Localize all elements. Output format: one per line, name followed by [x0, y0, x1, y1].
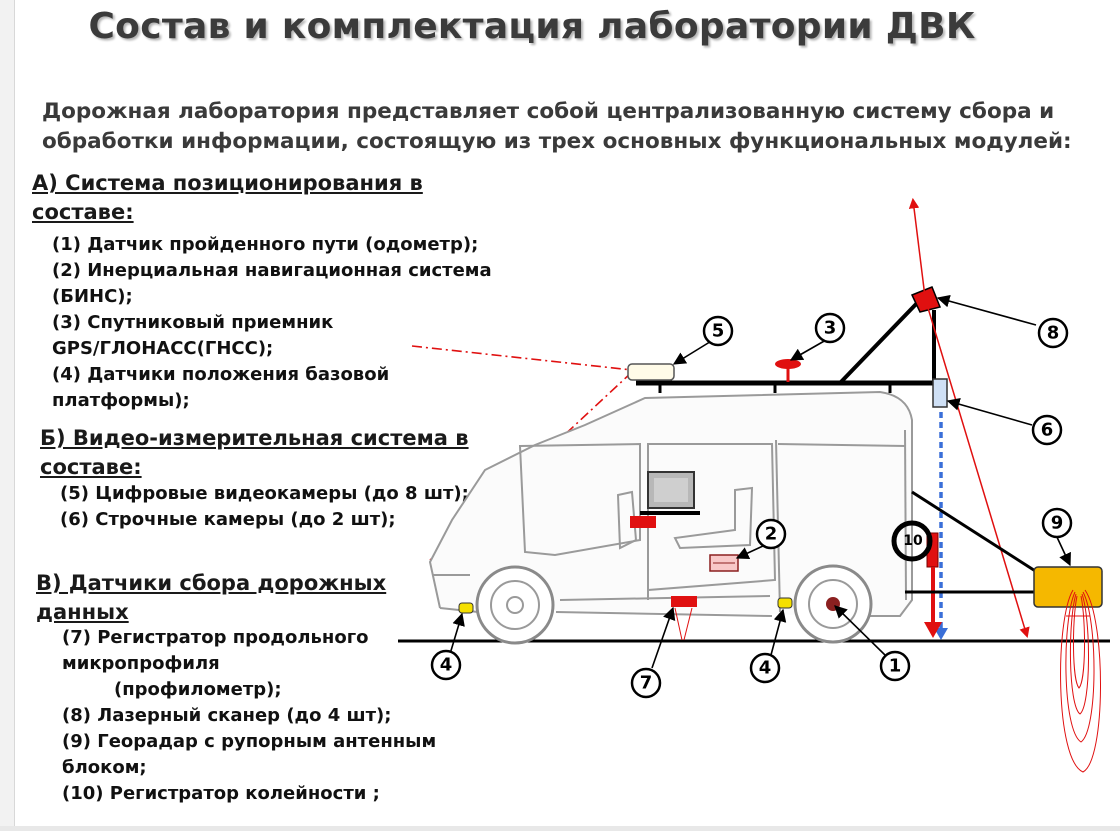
callout-4-rear: 4 [749, 652, 781, 684]
section-c-heading: В) Датчики сбора дорожных данных [36, 569, 386, 627]
camera-view-line-top [411, 345, 633, 371]
svg-text:7: 7 [640, 673, 653, 694]
monitor-icon [630, 471, 700, 528]
list-item: (2) Инерциальная навигационная система [52, 260, 492, 281]
callout-4-front: 4 [430, 649, 462, 681]
list-item: (5) Цифровые видеокамеры (до 8 шт); [60, 483, 469, 504]
svg-text:5: 5 [712, 321, 725, 342]
callout-2: 2 [755, 518, 787, 550]
svg-text:2: 2 [765, 524, 778, 545]
svg-text:4: 4 [440, 655, 453, 676]
callout-5: 5 [702, 315, 734, 347]
list-item: (8) Лазерный сканер (до 4 шт); [62, 705, 392, 726]
callout-10-ring [891, 520, 933, 562]
list-item: (9) Георадар с рупорным антенным [62, 731, 437, 752]
section-a-list: (1) Датчик пройденного пути (одометр); (… [52, 232, 492, 414]
list-item: (6) Строчные камеры (до 2 шт); [60, 509, 396, 530]
list-item: блоком; [62, 757, 147, 778]
list-item: (БИНС); [52, 286, 133, 307]
svg-text:3: 3 [824, 318, 837, 339]
list-item: (1) Датчик пройденного пути (одометр); [52, 234, 479, 255]
radar-boom [911, 490, 1041, 576]
section-b-heading-line2: составе: [40, 455, 142, 479]
section-a-heading: А) Система позиционирования в составе: [32, 169, 423, 227]
platform-sensor-icon [458, 602, 474, 614]
svg-text:6: 6 [1041, 420, 1054, 441]
section-b-heading: Б) Видео-измерительная система в составе… [40, 424, 469, 482]
section-b-list: (5) Цифровые видеокамеры (до 8 шт); (6) … [60, 481, 469, 533]
platform-sensor-icon [777, 597, 793, 609]
beam-arrowhead [934, 628, 948, 640]
svg-text:4: 4 [759, 658, 772, 679]
front-wheel [475, 565, 555, 645]
profilometer-icon [671, 596, 697, 641]
slide-frame-left [0, 0, 15, 831]
callout-10-label: 10 [903, 533, 923, 549]
section-c-heading-line2: данных [36, 600, 129, 624]
camera-view-line-front [427, 371, 633, 563]
video-camera-icon [627, 363, 675, 381]
leader-lines [449, 294, 1071, 669]
gnss-antenna-icon [775, 359, 801, 382]
line-camera-icon [932, 378, 948, 408]
laser-ray-up [908, 197, 927, 306]
laser-ray-down [927, 307, 1030, 639]
svg-text:9: 9 [1051, 513, 1064, 534]
section-c-list: (7) Регистратор продольного микропрофиля… [62, 625, 436, 807]
list-item: (профилометр); [114, 679, 282, 700]
list-item: GPS/ГЛОНАСС(ГНСС); [52, 338, 274, 359]
svg-text:1: 1 [889, 656, 902, 677]
svg-text:8: 8 [1047, 323, 1060, 344]
roof-rack [636, 298, 942, 393]
list-item: платформы); [52, 390, 190, 411]
list-item: (7) Регистратор продольного [62, 627, 369, 648]
callout-6: 6 [1031, 414, 1063, 446]
callout-1: 1 [879, 650, 911, 682]
radar-waves [1060, 589, 1101, 773]
list-item: (4) Датчики положения базовой [52, 364, 390, 385]
list-item: (3) Спутниковый приемник [52, 312, 334, 333]
list-item: микропрофиля [62, 653, 220, 674]
section-b-heading-line1: Б) Видео-измерительная система в [40, 426, 469, 450]
intro-paragraph: Дорожная лаборатория представляет собой … [42, 99, 1072, 154]
section-a-heading-line1: А) Система позиционирования в [32, 171, 423, 195]
callout-9: 9 [1041, 507, 1073, 539]
callout-8: 8 [1037, 317, 1069, 349]
page-title: Состав и комплектация лаборатории ДВК [88, 6, 976, 47]
section-c-heading-line1: В) Датчики сбора дорожных [36, 571, 387, 595]
slide-frame-bottom [0, 826, 1120, 831]
rut-arrowhead [924, 622, 942, 638]
list-item: (10) Регистратор колейности ; [62, 783, 380, 804]
section-a-heading-line2: составе: [32, 200, 134, 224]
callout-3: 3 [814, 312, 846, 344]
callout-7: 7 [630, 667, 662, 699]
